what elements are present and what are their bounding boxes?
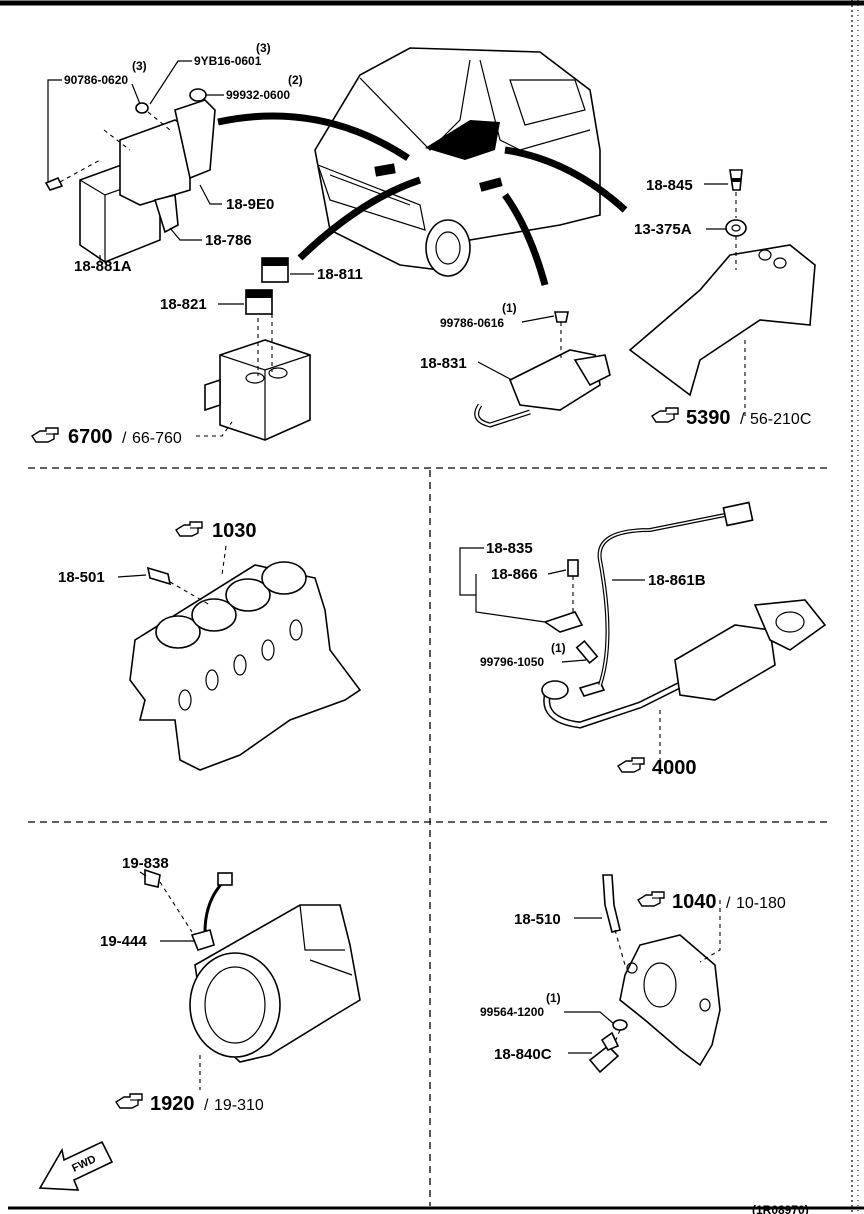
label-18-831: 18-831 — [420, 355, 467, 372]
ref-5390-sub: 56-210C — [750, 411, 811, 428]
label-18-861b: 18-861B — [648, 572, 706, 589]
label-13-375a: 13-375A — [634, 221, 692, 238]
exhaust-assembly — [541, 501, 827, 760]
engine-block — [129, 561, 362, 771]
label-18-845: 18-845 — [646, 177, 693, 194]
ref-4000: 4000 — [617, 757, 697, 779]
label-18-786: 18-786 — [205, 232, 252, 249]
part-labels-top-left: (3) 90786-0620 (3) 9YB16-0601 (2) 99932-… — [47, 41, 303, 275]
label-99564-qty: (1) — [546, 991, 561, 1005]
diagram-code: (1R08970) — [752, 1203, 809, 1214]
ref-1920-main: 1920 — [150, 1093, 195, 1115]
svg-text:/: / — [740, 411, 745, 428]
ref-6700: 6700 / 66-760 — [31, 421, 233, 448]
svg-text:/: / — [204, 1097, 209, 1114]
label-9yb16-qty: (3) — [256, 41, 271, 55]
label-18-840c: 18-840C — [494, 1046, 552, 1063]
label-18-510: 18-510 — [514, 911, 561, 928]
label-99786-qty: (1) — [502, 301, 517, 315]
label-99786-0616: 99786-0616 — [440, 316, 504, 330]
fwd-arrow: FWD — [38, 1140, 114, 1191]
ref-6700-sub: 66-760 — [132, 430, 182, 447]
relay-assembly — [204, 257, 311, 441]
ref-5390: 5390 / 56-210C — [651, 407, 811, 429]
ref-5390-main: 5390 — [686, 407, 731, 429]
label-90786-0620: 90786-0620 — [64, 73, 128, 87]
svg-text:/: / — [726, 895, 731, 912]
svg-text:/: / — [122, 430, 127, 447]
label-99564-1200: 99564-1200 — [480, 1005, 544, 1019]
vehicle-illustration — [314, 47, 601, 277]
ref-1920-sub: 19-310 — [214, 1097, 264, 1114]
label-99932-qty: (2) — [288, 73, 303, 87]
label-99932-0600: 99932-0600 — [226, 88, 290, 102]
transmission — [144, 868, 361, 1090]
label-18-811: 18-811 — [317, 266, 363, 283]
label-18-881a: 18-881A — [74, 258, 132, 275]
label-18-835: 18-835 — [486, 540, 533, 557]
ref-6700-main: 6700 — [68, 426, 113, 448]
label-9yb16-0601: 9YB16-0601 — [194, 54, 262, 68]
engine-cover — [588, 874, 721, 1074]
label-18-866: 18-866 — [491, 566, 538, 583]
ref-1030: 1030 — [175, 520, 257, 576]
ref-1040: 1040 / 10-180 — [637, 891, 786, 913]
label-18-501: 18-501 — [58, 569, 105, 586]
ref-1920: 1920 / 19-310 — [115, 1093, 264, 1115]
label-19-444: 19-444 — [100, 933, 147, 950]
ref-1040-sub: 10-180 — [736, 895, 786, 912]
arrows — [217, 112, 628, 286]
label-99796-1050: 99796-1050 — [480, 655, 544, 669]
label-19-838: 19-838 — [122, 855, 169, 872]
sensor-18-831 — [474, 311, 611, 428]
label-90786-qty: (3) — [132, 59, 147, 73]
ref-1040-main: 1040 — [672, 891, 717, 913]
floor-panel-assembly — [628, 169, 816, 420]
label-18-9e0: 18-9E0 — [226, 196, 274, 213]
label-18-821: 18-821 — [160, 296, 207, 313]
label-99796-qty: (1) — [551, 641, 566, 655]
control-unit-assembly — [44, 88, 216, 263]
ref-1030-main: 1030 — [212, 520, 257, 542]
ref-4000-main: 4000 — [652, 757, 697, 779]
